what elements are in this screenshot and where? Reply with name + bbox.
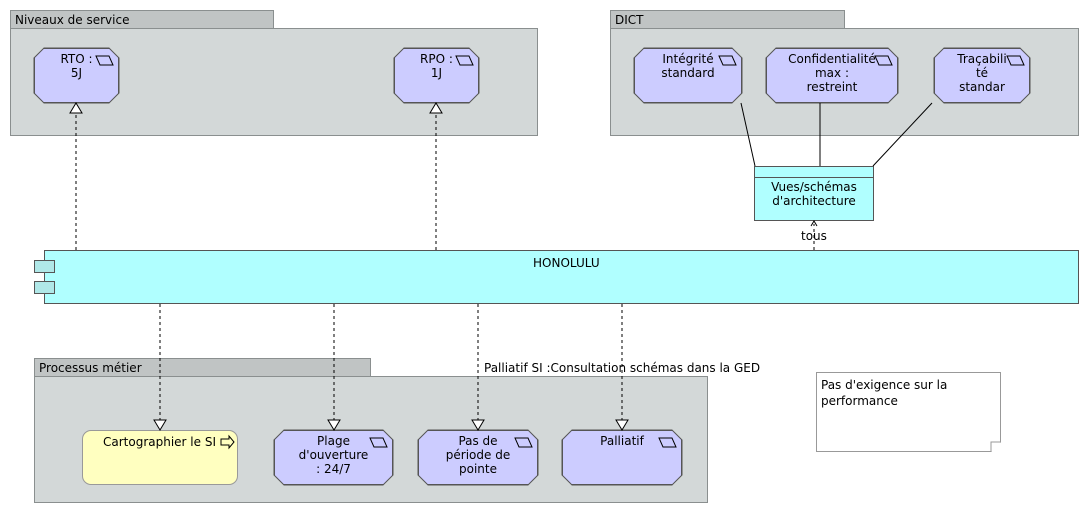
data-object-vues-schemas[interactable]: Vues/schémas d'architecture: [754, 166, 874, 221]
note-line-1: Pas d'exigence sur la: [821, 378, 948, 392]
rto-line-2: 5J: [70, 66, 83, 80]
tracabilite-line-1: Traçabili: [957, 52, 1007, 66]
pointe-line-1: Pas de: [458, 434, 498, 448]
requirement-confidentialite[interactable]: Confidentialité max : restreint: [766, 48, 898, 103]
plage-line-1: Plage: [317, 434, 350, 448]
note-performance[interactable]: Pas d'exigence sur la performance: [816, 372, 1001, 452]
plage-line-2: d'ouverture: [298, 448, 369, 462]
integrite-line-2: standard: [661, 66, 715, 80]
data-object-header-divider: [755, 177, 873, 178]
requirement-integrite[interactable]: Intégrité standard: [634, 48, 742, 103]
rpo-line-1: RPO :: [420, 52, 453, 66]
group-processus-tab: Processus métier: [34, 358, 371, 377]
application-component-honolulu[interactable]: HONOLULU: [44, 250, 1079, 304]
tous-label: tous: [801, 229, 827, 243]
group-niveaux-tab: Niveaux de service: [10, 10, 274, 29]
cartographier-label: Cartographier le SI: [103, 435, 216, 449]
group-processus-title: Processus métier: [39, 361, 142, 375]
honolulu-label: HONOLULU: [533, 256, 600, 270]
requirement-plage-ouverture[interactable]: Plage d'ouverture : 24/7: [274, 430, 393, 485]
requirement-palliatif[interactable]: Palliatif: [562, 430, 682, 485]
component-port-icon: [34, 281, 55, 294]
confidentialite-line-3: restreint: [806, 80, 858, 94]
process-cartographier-si[interactable]: Cartographier le SI: [82, 430, 238, 485]
component-port-icon: [34, 260, 55, 273]
rpo-line-2: 1J: [430, 66, 443, 80]
group-niveaux-title: Niveaux de service: [15, 13, 130, 27]
rto-line-1: RTO :: [60, 52, 93, 66]
requirement-tracabilite[interactable]: Traçabili té standar: [934, 48, 1030, 103]
confidentialite-line-2: max :: [814, 66, 849, 80]
tracabilite-line-2: té: [975, 66, 989, 80]
requirement-periode-pointe[interactable]: Pas de période de pointe: [418, 430, 538, 485]
tracabilite-line-3: standar: [959, 80, 1005, 94]
plage-line-3: : 24/7: [316, 462, 351, 476]
requirement-rpo[interactable]: RPO : 1J: [394, 48, 479, 103]
palliatif-line-1: Palliatif: [600, 434, 644, 448]
vues-line-2: d'architecture: [772, 194, 856, 208]
integrite-line-1: Intégrité: [662, 52, 714, 66]
palliatif-si-label: Palliatif SI :Consultation schémas dans …: [484, 361, 761, 375]
pointe-line-2: période de: [445, 448, 511, 462]
vues-line-1: Vues/schémas: [771, 180, 857, 194]
note-line-2: performance: [821, 394, 898, 408]
requirement-rto[interactable]: RTO : 5J: [34, 48, 119, 103]
access-arrow: [810, 220, 818, 227]
group-dict-title: DICT: [615, 13, 644, 27]
pointe-line-3: pointe: [459, 462, 497, 476]
group-dict-tab: DICT: [610, 10, 845, 29]
confidentialite-line-1: Confidentialité: [788, 52, 876, 66]
